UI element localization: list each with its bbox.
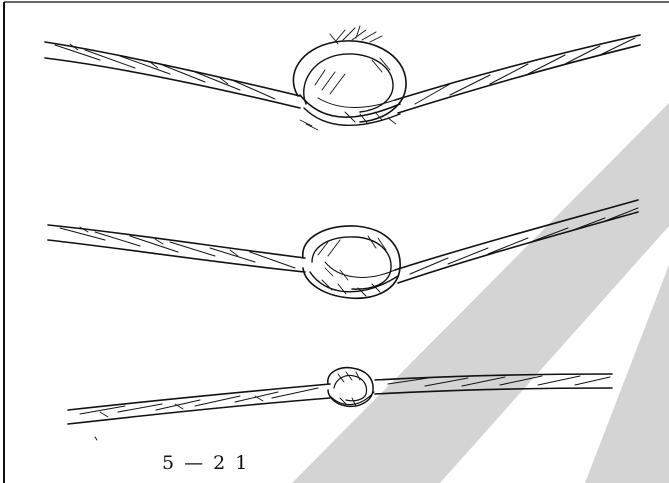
figure-frame	[3, 1, 669, 483]
figure-caption: 5 — 2 1	[162, 452, 250, 474]
rope-tightening-knot	[47, 199, 639, 300]
rope-loose-knot	[44, 25, 641, 131]
rope-finished-knot	[67, 366, 613, 441]
watermark-stripes	[292, 103, 669, 483]
